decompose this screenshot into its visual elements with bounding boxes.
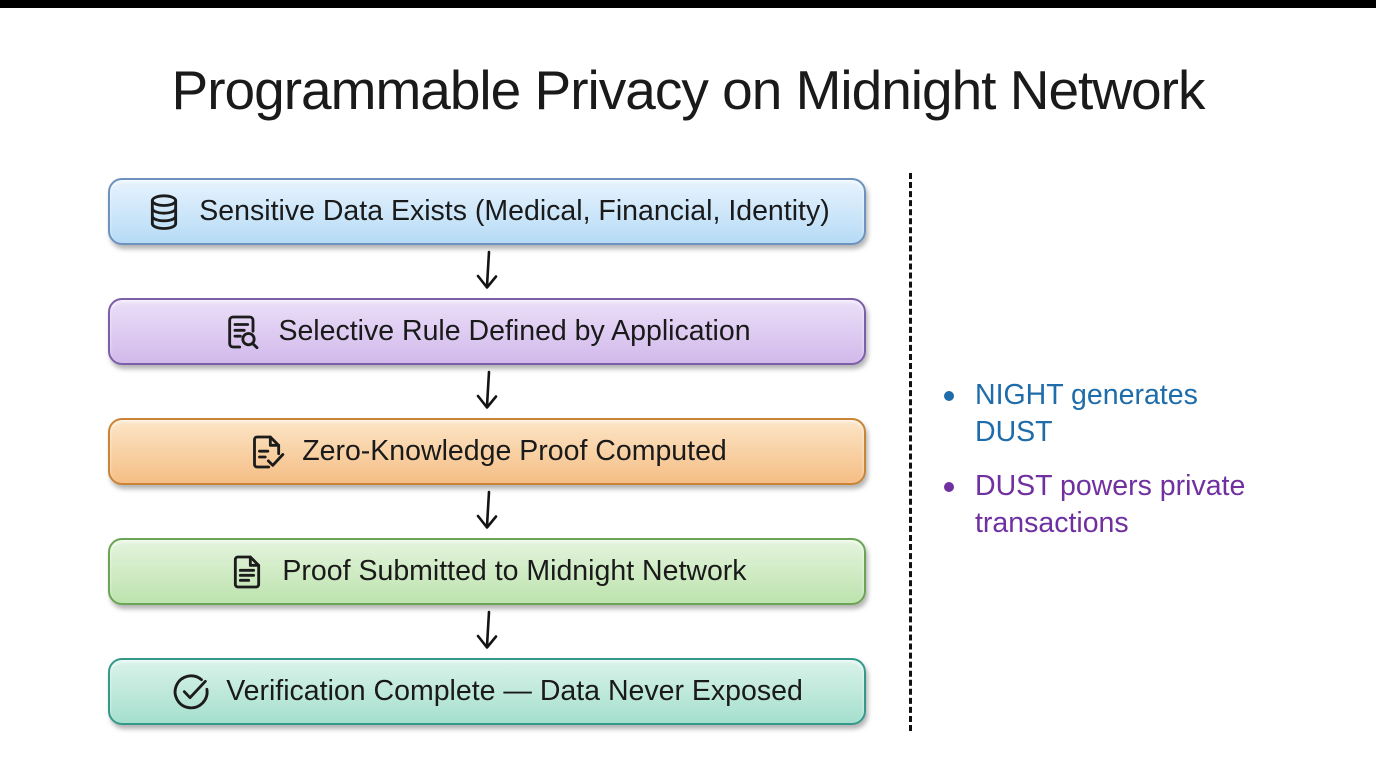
bullet-dot <box>944 391 954 401</box>
note-text: DUST powers private transactions <box>975 470 1246 539</box>
down-arrow <box>476 610 498 649</box>
flow-step-proof-submitted: Proof Submitted to Midnight Network <box>108 538 866 605</box>
database-icon <box>144 192 184 232</box>
down-arrow <box>476 250 498 289</box>
dashed-divider <box>909 173 912 731</box>
flow-step-label: Verification Complete — Data Never Expos… <box>226 675 803 707</box>
down-arrow <box>476 490 498 529</box>
note-text: NIGHT generates DUST <box>975 379 1198 448</box>
page-title: Programmable Privacy on Midnight Network <box>171 59 1206 121</box>
notes-panel: NIGHT generates DUST DUST powers private… <box>944 377 1284 559</box>
note-night-generates-dust: NIGHT generates DUST <box>944 377 1284 451</box>
flow-step-label: Selective Rule Defined by Application <box>278 315 751 347</box>
document-icon <box>227 552 267 592</box>
check-circle-icon <box>171 672 211 712</box>
document-check-icon <box>247 432 287 472</box>
flow-step-selective-rule: Selective Rule Defined by Application <box>108 298 866 365</box>
letterbox-top <box>0 0 1376 8</box>
bullet-dot <box>944 482 954 492</box>
document-search-icon <box>223 312 263 352</box>
down-arrow <box>476 370 498 409</box>
flow-step-label: Zero-Knowledge Proof Computed <box>302 435 727 467</box>
flow-step-sensitive-data: Sensitive Data Exists (Medical, Financia… <box>108 178 866 245</box>
flow-step-label: Proof Submitted to Midnight Network <box>282 555 747 587</box>
flow-step-zk-proof: Zero-Knowledge Proof Computed <box>108 418 866 485</box>
note-dust-powers-private: DUST powers private transactions <box>944 468 1284 542</box>
flow-step-verification-complete: Verification Complete — Data Never Expos… <box>108 658 866 725</box>
flow-step-label: Sensitive Data Exists (Medical, Financia… <box>199 195 830 227</box>
